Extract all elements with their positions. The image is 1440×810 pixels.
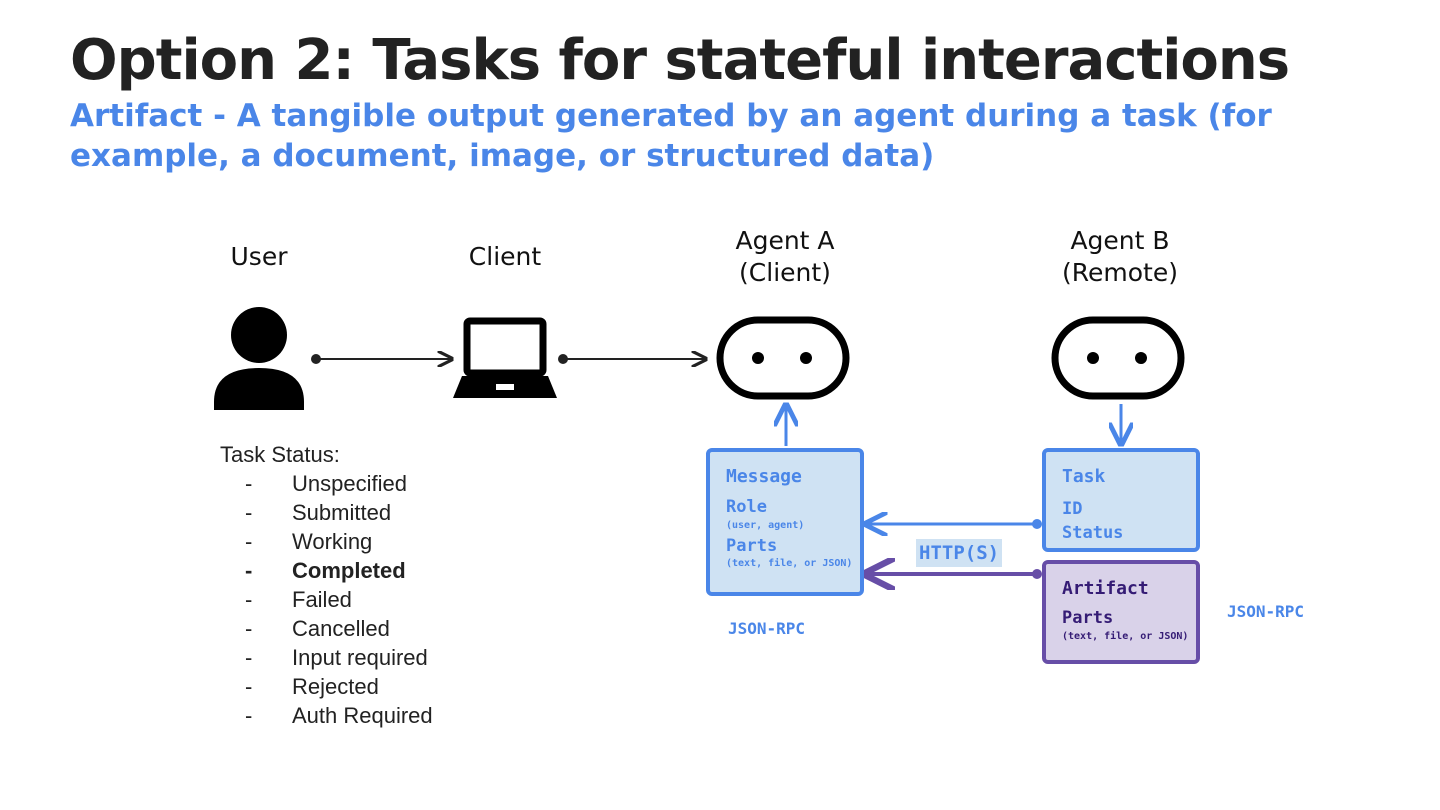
status-label: Failed xyxy=(292,587,352,612)
status-label: Unspecified xyxy=(292,471,407,496)
status-item: - Rejected xyxy=(220,672,379,701)
message-box: Message Role (user, agent) Parts (text, … xyxy=(706,448,864,596)
status-label: Input required xyxy=(292,645,428,670)
status-item: - Cancelled xyxy=(220,614,390,643)
status-items: - Unspecified - Submitted - Working - Completed… xyxy=(220,469,433,730)
status-item: - Unspecified xyxy=(220,469,407,498)
status-dash: - xyxy=(245,674,253,699)
json-rpc-label-right: JSON-RPC xyxy=(1227,602,1305,621)
status-dash: - xyxy=(245,558,253,583)
task-status-list: Task Status: - Unspecified - Submitted - Work… xyxy=(220,440,433,730)
slide-title: Option 2: Tasks for stateful interaction… xyxy=(70,28,1290,93)
message-title: Message xyxy=(726,466,802,487)
slide-subtitle: Artifact - A tangible output generated b… xyxy=(70,98,1272,174)
task-title: Task xyxy=(1062,466,1106,487)
status-item: - Input required xyxy=(220,643,428,672)
client-to-agent-a-arrow xyxy=(558,354,706,364)
status-dash: - xyxy=(245,529,253,554)
status-item: - Auth Required xyxy=(220,701,433,730)
status-dash: - xyxy=(245,703,253,728)
client-label: Client xyxy=(468,242,542,271)
artifact-box: Artifact Parts (text, file, or JSON) xyxy=(1042,560,1200,664)
person-icon xyxy=(214,307,304,410)
http-label: HTTP(S) xyxy=(916,539,1003,567)
status-label: Rejected xyxy=(292,674,379,699)
task-status: Status xyxy=(1062,523,1124,543)
artifact-parts: Parts xyxy=(1062,608,1114,628)
task-status-heading: Task Status: xyxy=(220,442,340,467)
status-dash: - xyxy=(245,500,253,525)
task-to-message-arrow xyxy=(866,519,1042,529)
agent-a-label: Agent A (Client) xyxy=(735,226,835,287)
agent-b-label: Agent B (Remote) xyxy=(1062,226,1178,287)
message-parts: Parts xyxy=(726,536,778,556)
status-item: - Working xyxy=(220,527,372,556)
task-id: ID xyxy=(1062,499,1083,519)
status-dash: - xyxy=(245,616,253,641)
laptop-icon xyxy=(453,317,557,398)
message-role: Role xyxy=(726,497,767,517)
status-dash: - xyxy=(245,645,253,670)
user-to-client-arrow xyxy=(311,354,452,364)
message-parts-note: (text, file, or JSON) xyxy=(726,558,853,569)
status-label: Working xyxy=(292,529,373,554)
artifact-title: Artifact xyxy=(1062,578,1149,599)
status-item: - Failed xyxy=(220,585,352,614)
status-label: Auth Required xyxy=(292,703,433,728)
status-dash: - xyxy=(245,587,253,612)
status-label: Completed xyxy=(292,558,406,583)
status-label: Submitted xyxy=(292,500,392,525)
artifact-parts-note: (text, file, or JSON) xyxy=(1062,631,1189,642)
status-item: - Submitted xyxy=(220,498,391,527)
status-dash: - xyxy=(245,471,253,496)
agent-a-robot-icon xyxy=(716,316,850,400)
status-item: - Completed xyxy=(220,556,406,585)
status-label: Cancelled xyxy=(292,616,390,641)
json-rpc-label-left: JSON-RPC xyxy=(728,619,806,638)
agent-b-robot-icon xyxy=(1051,316,1185,400)
task-box: Task ID Status xyxy=(1042,448,1200,552)
artifact-to-message-arrow xyxy=(866,569,1042,579)
user-label: User xyxy=(230,242,288,271)
message-role-note: (user, agent) xyxy=(726,520,805,531)
